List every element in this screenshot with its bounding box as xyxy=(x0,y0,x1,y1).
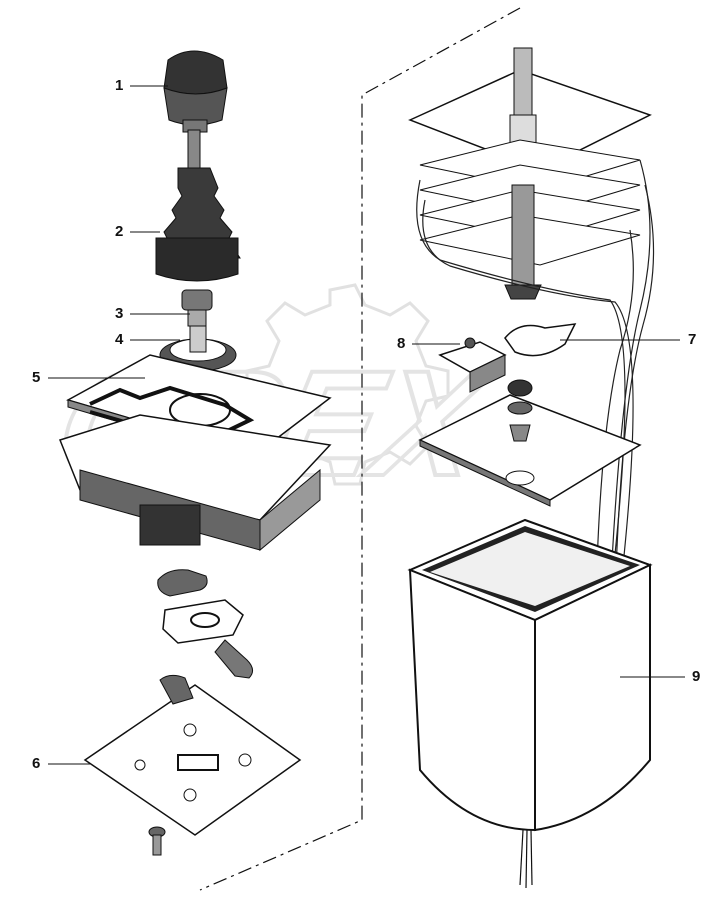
mounting-screw xyxy=(148,826,166,856)
part-7-spring-clip xyxy=(504,323,577,357)
part-1-knob xyxy=(163,50,228,133)
part-2-rubber-boot xyxy=(155,167,241,282)
callout-9: 9 xyxy=(692,668,701,685)
detent-plate xyxy=(418,379,642,507)
callout-1: 1 xyxy=(115,77,124,94)
callout-leader-lines xyxy=(48,85,685,765)
callout-7: 7 xyxy=(688,331,697,348)
callout-8: 8 xyxy=(397,335,406,352)
callout-2: 2 xyxy=(115,223,124,240)
wiring-harness xyxy=(416,159,655,603)
cam-switch-stack xyxy=(408,47,652,300)
callout-3: 3 xyxy=(115,305,124,322)
joystick-shaft xyxy=(187,129,201,171)
switch-housing xyxy=(59,414,332,552)
callout-5: 5 xyxy=(32,369,41,386)
linkage-assembly xyxy=(157,569,253,679)
callout-4: 4 xyxy=(115,331,124,348)
callout-6: 6 xyxy=(32,755,41,772)
watermark-gear-icon xyxy=(245,283,450,486)
assembly-divider-line xyxy=(199,7,521,891)
part-9-enclosure-box xyxy=(407,518,653,832)
part-3-collar xyxy=(181,289,213,327)
part-8-micro-switch xyxy=(438,337,507,393)
output-wires xyxy=(519,829,533,889)
part-6-base-plate xyxy=(83,674,302,836)
